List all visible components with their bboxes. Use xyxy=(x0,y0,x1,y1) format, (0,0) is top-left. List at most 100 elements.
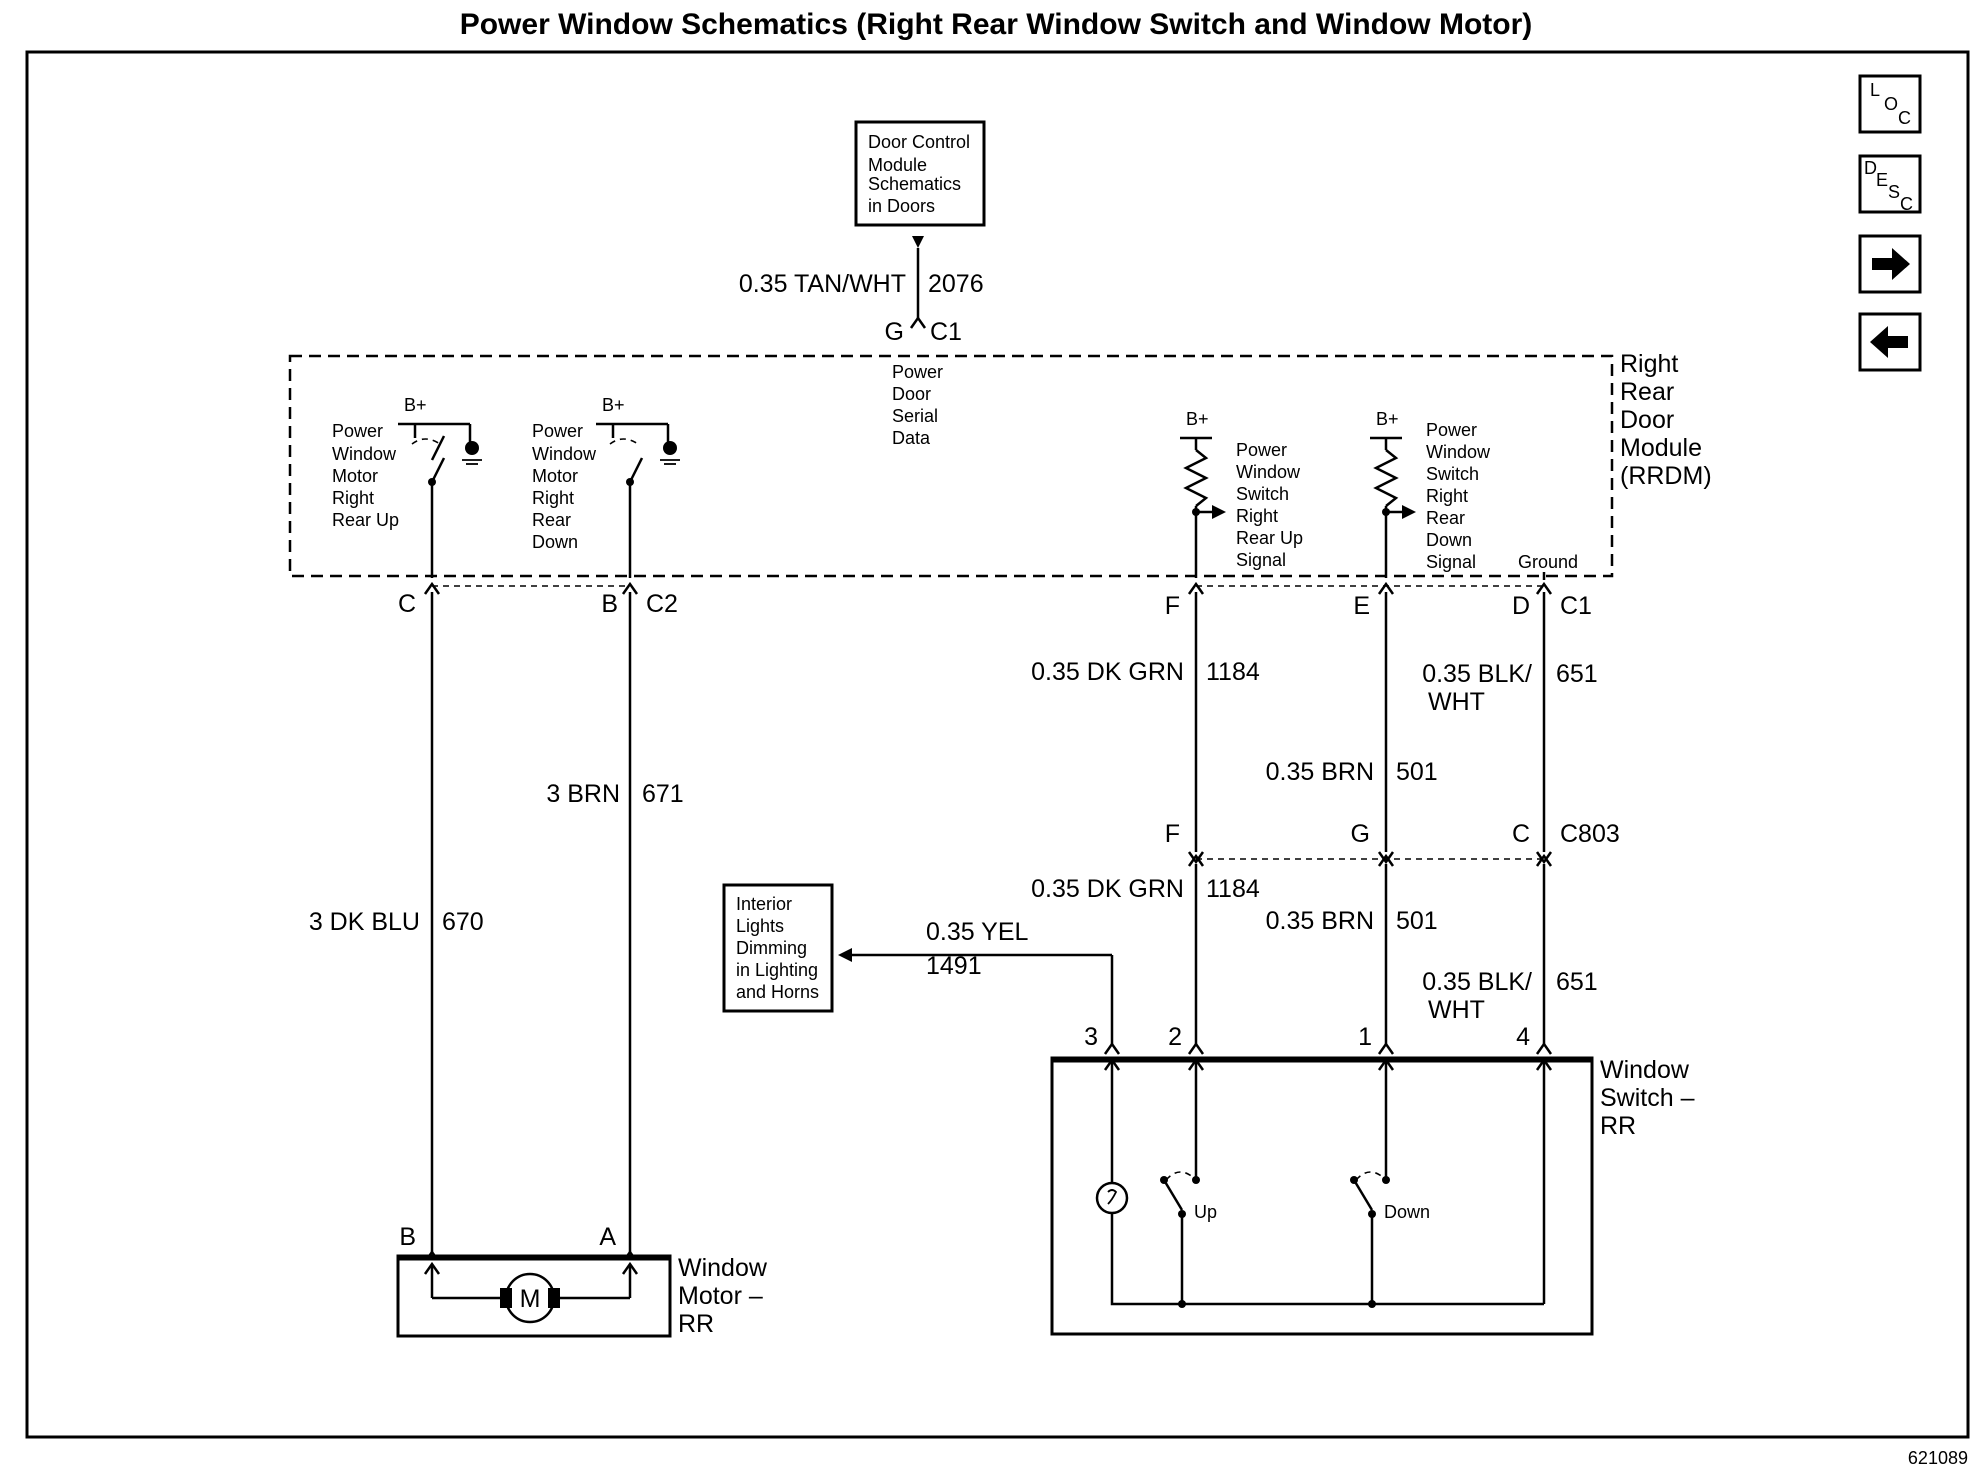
desc-button[interactable]: D E S C xyxy=(1858,154,1922,214)
switch-up-line-6: Signal xyxy=(1236,550,1286,570)
wire-1491-color: 0.35 YEL xyxy=(926,918,1029,946)
switch-up-label: Up xyxy=(1194,1202,1217,1222)
switch-up-line-1: Power xyxy=(1236,440,1287,460)
dcm-line-4: in Doors xyxy=(868,196,935,216)
interior-line-2: Lights xyxy=(736,916,784,936)
motor-label-3: RR xyxy=(678,1310,714,1338)
motor-down-line-6: Down xyxy=(532,532,578,552)
switch-label-2: Switch – xyxy=(1600,1084,1695,1112)
wire-501-lower-circuit: 501 xyxy=(1396,907,1438,935)
loc-letter-c: C xyxy=(1898,108,1911,128)
motor-label-1: Window xyxy=(678,1254,768,1282)
c803-pin-f: F xyxy=(1165,820,1180,848)
switch-label-3: RR xyxy=(1600,1112,1636,1140)
switch-pin-4: 4 xyxy=(1516,1023,1530,1051)
motor-up-line-2: Window xyxy=(332,444,397,464)
desc-letter-s: S xyxy=(1888,182,1900,202)
motor-pin-b: B xyxy=(399,1223,416,1251)
c1-name: C1 xyxy=(1560,592,1592,620)
motor-down-line-5: Rear xyxy=(532,510,571,530)
signal-switch-down: B+ Power Window Switch Right Rear Down S… xyxy=(1370,409,1491,578)
wire-1184-lower-color: 0.35 DK GRN xyxy=(1031,875,1184,903)
window-motor-rr: B A M Window Motor – RR xyxy=(396,1223,768,1338)
rrdm-label-3: Door xyxy=(1620,406,1674,434)
switch-down-label: Down xyxy=(1384,1202,1430,1222)
next-button[interactable] xyxy=(1858,234,1922,294)
relay-motor-down: B+ Power Window Motor Right Rear Down xyxy=(532,395,680,578)
wire-651-lower-color-1: 0.35 BLK/ xyxy=(1422,968,1532,996)
motor-down-line-3: Motor xyxy=(532,466,578,486)
window-switch-rr: 3 2 1 4 Up Down xyxy=(1050,1023,1695,1336)
switch-down-line-4: Right xyxy=(1426,486,1468,506)
wire-651-upper-circuit: 651 xyxy=(1556,660,1598,688)
rrdm-module-label: Right Rear Door Module (RRDM) xyxy=(1620,350,1712,490)
rrdm-label-1: Right xyxy=(1620,350,1678,378)
wire-1184-upper-circuit: 1184 xyxy=(1206,658,1260,686)
rrdm-module-boundary xyxy=(288,354,1614,578)
motor-up-line-3: Motor xyxy=(332,466,378,486)
switch-pin-2: 2 xyxy=(1168,1023,1182,1051)
wire-501-upper: 0.35 BRN 501 xyxy=(1266,592,1438,852)
switch-down-line-5: Rear xyxy=(1426,508,1465,528)
wire-501-upper-color: 0.35 BRN xyxy=(1266,758,1374,786)
switch-down-line-3: Switch xyxy=(1426,464,1479,484)
loc-button[interactable]: L O C xyxy=(1858,74,1922,134)
motor-down-line-4: Right xyxy=(532,488,574,508)
rrdm-label-4: Module xyxy=(1620,434,1702,462)
switch-up-line-3: Switch xyxy=(1236,484,1289,504)
wire-671-circuit: 671 xyxy=(642,780,684,808)
left-arrow-icon xyxy=(1870,326,1908,358)
interior-line-1: Interior xyxy=(736,894,792,914)
motor-up-line-4: Right xyxy=(332,488,374,508)
c803-pin-c: C xyxy=(1512,820,1530,848)
conn-top-pin-g: G xyxy=(885,318,904,346)
door-control-module-box: Door Control Module Schematics in Doors xyxy=(854,120,986,227)
switch-down-line-1: Power xyxy=(1426,420,1477,440)
wire-2076-color: 0.35 TAN/WHT xyxy=(739,270,906,298)
wire-651-upper-color-1: 0.35 BLK/ xyxy=(1422,660,1532,688)
wire-651-lower: 0.35 BLK/ WHT 651 xyxy=(1422,864,1598,1044)
dcm-line-3: Schematics xyxy=(868,174,961,194)
wire-2076-circuit: 2076 xyxy=(928,270,984,298)
connector-c2: C B C2 xyxy=(398,581,678,618)
bplus-motor-up: B+ xyxy=(404,395,427,415)
loc-letter-o: O xyxy=(1884,94,1898,114)
bplus-switch-down: B+ xyxy=(1376,409,1399,429)
switch-down-line-6: Down xyxy=(1426,530,1472,550)
serial-data-line-3: Serial xyxy=(892,406,938,426)
serial-data-line-4: Data xyxy=(892,428,931,448)
dcm-line-1: Door Control xyxy=(868,132,970,152)
interior-line-5: and Horns xyxy=(736,982,819,1002)
wire-670-circuit: 670 xyxy=(442,908,484,936)
wire-501-lower: 0.35 BRN 501 xyxy=(1266,864,1438,1044)
wire-671-color: 3 BRN xyxy=(546,780,620,808)
serial-data-line-1: Power xyxy=(892,362,943,382)
dcm-line-2: Module xyxy=(868,155,927,175)
wire-1184-upper-color: 0.35 DK GRN xyxy=(1031,658,1184,686)
motor-up-line-1: Power xyxy=(332,421,383,441)
wire-501-lower-color: 0.35 BRN xyxy=(1266,907,1374,935)
c803-pin-g: G xyxy=(1351,820,1370,848)
rrdm-label-5: (RRDM) xyxy=(1620,462,1712,490)
wire-651-lower-circuit: 651 xyxy=(1556,968,1598,996)
wire-651-lower-color-2: WHT xyxy=(1428,996,1485,1024)
motor-label-2: Motor – xyxy=(678,1282,763,1310)
interior-line-3: Dimming xyxy=(736,938,807,958)
switch-pin-3: 3 xyxy=(1084,1023,1098,1051)
rrdm-label-2: Rear xyxy=(1620,378,1674,406)
wire-670-color: 3 DK BLU xyxy=(309,908,420,936)
desc-letter-c: C xyxy=(1900,194,1913,214)
connector-c803: F G C C803 xyxy=(1165,820,1620,867)
wire-1184-upper: 0.35 DK GRN 1184 xyxy=(1031,592,1260,852)
c2-pin-c: C xyxy=(398,590,416,618)
prev-button[interactable] xyxy=(1858,312,1922,372)
wire-670: 3 DK BLU 670 xyxy=(309,592,484,1252)
ground-label: Ground xyxy=(1518,552,1578,572)
c1-pin-f: F xyxy=(1165,592,1180,620)
switch-up-line-5: Rear Up xyxy=(1236,528,1303,548)
switch-label-1: Window xyxy=(1600,1056,1690,1084)
interior-lights-box: Interior Lights Dimming in Lighting and … xyxy=(722,883,834,1013)
page-title: Power Window Schematics (Right Rear Wind… xyxy=(460,8,1533,41)
wire-1184-lower: 0.35 DK GRN 1184 xyxy=(1031,864,1260,1044)
wire-501-upper-circuit: 501 xyxy=(1396,758,1438,786)
